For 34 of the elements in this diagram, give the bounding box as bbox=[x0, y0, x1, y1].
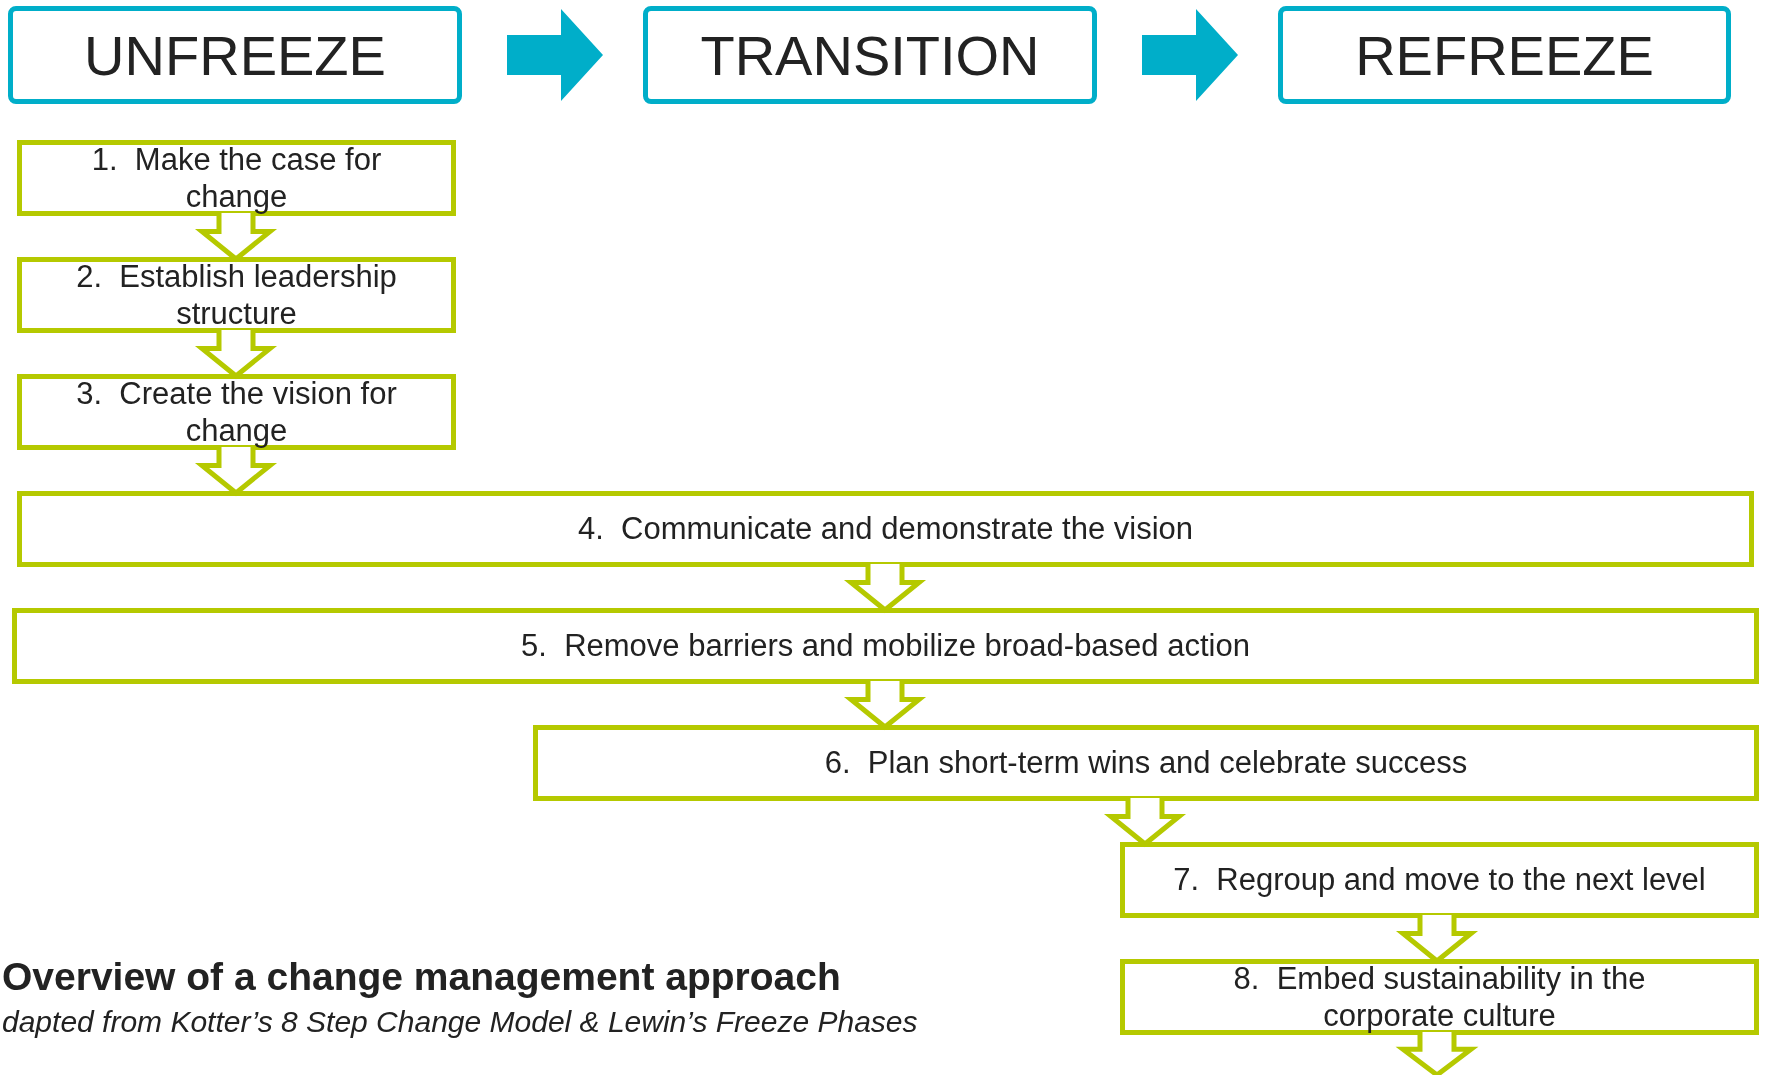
step-box bbox=[17, 374, 456, 450]
block-arrow bbox=[194, 327, 278, 380]
block-arrow bbox=[1142, 9, 1238, 101]
step-text: 8. Embed sustainability in the corporate culture bbox=[1232, 959, 1647, 1035]
step-text: 5. Remove barriers and mobilize broad-based action bbox=[521, 627, 1250, 665]
step-box bbox=[17, 491, 1754, 567]
step-box bbox=[17, 140, 456, 216]
step-box bbox=[1120, 959, 1759, 1035]
step-box bbox=[533, 725, 1759, 801]
step-text: 2. Establish leadership structure bbox=[75, 257, 398, 333]
block-arrow bbox=[1395, 912, 1479, 965]
step-text: 7. Regroup and move to the next level bbox=[1173, 861, 1706, 899]
step-text: UNFREEZE bbox=[84, 22, 386, 88]
phase-box bbox=[643, 6, 1097, 104]
block-arrow bbox=[194, 210, 278, 263]
block-arrow bbox=[843, 561, 927, 614]
block-arrow bbox=[843, 678, 927, 731]
phase-box bbox=[1278, 6, 1731, 104]
step-box bbox=[17, 257, 456, 333]
step-text: 1. Make the case for change bbox=[90, 140, 383, 216]
phase-box bbox=[8, 6, 462, 104]
step-box bbox=[12, 608, 1759, 684]
step-box bbox=[1120, 842, 1759, 918]
step-text: 6. Plan short-term wins and celebrate success bbox=[824, 744, 1468, 782]
diagram-title: Overview of a change management approach bbox=[2, 955, 841, 999]
block-arrow bbox=[1395, 1029, 1479, 1075]
step-text: 3. Create the vision for change bbox=[75, 374, 398, 450]
step-text: TRANSITION bbox=[700, 22, 1040, 88]
block-arrow bbox=[507, 9, 603, 101]
block-arrow bbox=[1103, 795, 1187, 848]
step-text: REFREEZE bbox=[1355, 22, 1654, 88]
diagram-caption: dapted from Kotter’s 8 Step Change Model & Lewin’s Freeze Phases bbox=[2, 1005, 918, 1039]
step-text: 4. Communicate and demonstrate the vision bbox=[577, 510, 1194, 548]
block-arrow bbox=[194, 444, 278, 497]
